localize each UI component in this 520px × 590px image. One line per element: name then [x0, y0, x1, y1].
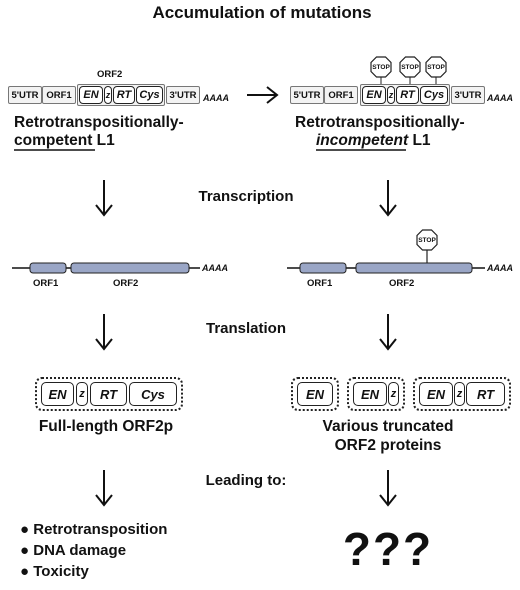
z-domain-right: z	[387, 86, 395, 104]
right-arrow-1	[379, 180, 397, 217]
l1-word-right: L1	[408, 132, 431, 149]
truncated-label-1: Various truncated	[322, 418, 454, 435]
outcome-list: ● Retrotransposition ● DNA damage ● Toxi…	[20, 519, 167, 582]
left-arrow-1	[95, 180, 113, 217]
right-arrow-2	[379, 314, 397, 351]
protein-rt-left: RT	[90, 382, 127, 406]
mutation-arrow	[247, 86, 279, 104]
stop-sign-2: STOP	[399, 56, 421, 78]
unknown-outcome: ???	[342, 523, 434, 575]
competent-word: competent	[14, 132, 93, 149]
rna-orf2-label-left: ORF2	[113, 278, 139, 289]
cys-domain-left: Cys	[136, 86, 163, 104]
polya-left: AAAA	[203, 93, 229, 103]
orf2-header-left: ORF2	[97, 69, 123, 80]
en-domain-left: EN	[79, 86, 103, 104]
truncated-label-2: ORF2 proteins	[334, 437, 442, 454]
polya-right: AAAA	[487, 93, 513, 103]
rna-orf2-label-right: ORF2	[389, 278, 415, 289]
trunc2-z: z	[388, 382, 399, 406]
right-construct-label-1: Retrotranspositionally-	[295, 114, 465, 131]
diagram-title: Accumulation of mutations	[152, 3, 372, 22]
utr3-box-left: 3'UTR	[166, 86, 200, 104]
transcription-label: Transcription	[198, 188, 294, 205]
incompetent-word: incompetent	[316, 132, 409, 149]
trunc2-en: EN	[353, 382, 387, 406]
trunc3-z: z	[454, 382, 465, 406]
protein-z-left: z	[76, 382, 88, 406]
orf1-box-right: ORF1	[324, 86, 358, 104]
outcome-item: ● Retrotransposition	[20, 521, 168, 538]
trunc3-en: EN	[419, 382, 453, 406]
rt-domain-left: RT	[113, 86, 135, 104]
cys-domain-right: Cys	[420, 86, 448, 104]
right-arrow-3	[379, 470, 397, 507]
translation-label: Translation	[205, 320, 287, 337]
right-rna	[287, 250, 485, 274]
utr5-box-right: 5'UTR	[290, 86, 324, 104]
left-arrow-2	[95, 314, 113, 351]
rna-polya-right: AAAA	[487, 263, 513, 273]
rna-polya-left: AAAA	[202, 263, 228, 273]
stop-sign-3: STOP	[425, 56, 447, 78]
orf1-box-left: ORF1	[42, 86, 76, 104]
rt-domain-right: RT	[396, 86, 419, 104]
outcome-item: ● DNA damage	[20, 542, 127, 559]
rna-orf1-label-left: ORF1	[33, 278, 59, 289]
en-domain-right: EN	[362, 86, 386, 104]
utr3-box-right: 3'UTR	[451, 86, 485, 104]
utr5-box-left: 5'UTR	[8, 86, 42, 104]
z-domain-left: z	[104, 86, 112, 104]
full-length-label: Full-length ORF2p	[38, 418, 174, 435]
stop-sign-1: STOP	[370, 56, 392, 78]
stop-sign-rna: STOP	[416, 229, 438, 251]
rna-orf1-label-right: ORF1	[307, 278, 333, 289]
l1-word-left: L1	[92, 132, 115, 149]
outcome-item: ● Toxicity	[20, 563, 89, 580]
left-construct-label-2: competent L1	[14, 132, 115, 150]
leading-to-label: Leading to:	[205, 472, 287, 489]
left-construct-label-1: Retrotranspositionally-	[14, 114, 184, 131]
left-arrow-3	[95, 470, 113, 507]
trunc1-en: EN	[297, 382, 333, 406]
protein-en-left: EN	[41, 382, 74, 406]
trunc3-rt: RT	[466, 382, 505, 406]
right-construct-label-2: incompetent L1	[316, 132, 431, 150]
protein-cys-left: Cys	[129, 382, 177, 406]
left-rna	[12, 262, 200, 274]
